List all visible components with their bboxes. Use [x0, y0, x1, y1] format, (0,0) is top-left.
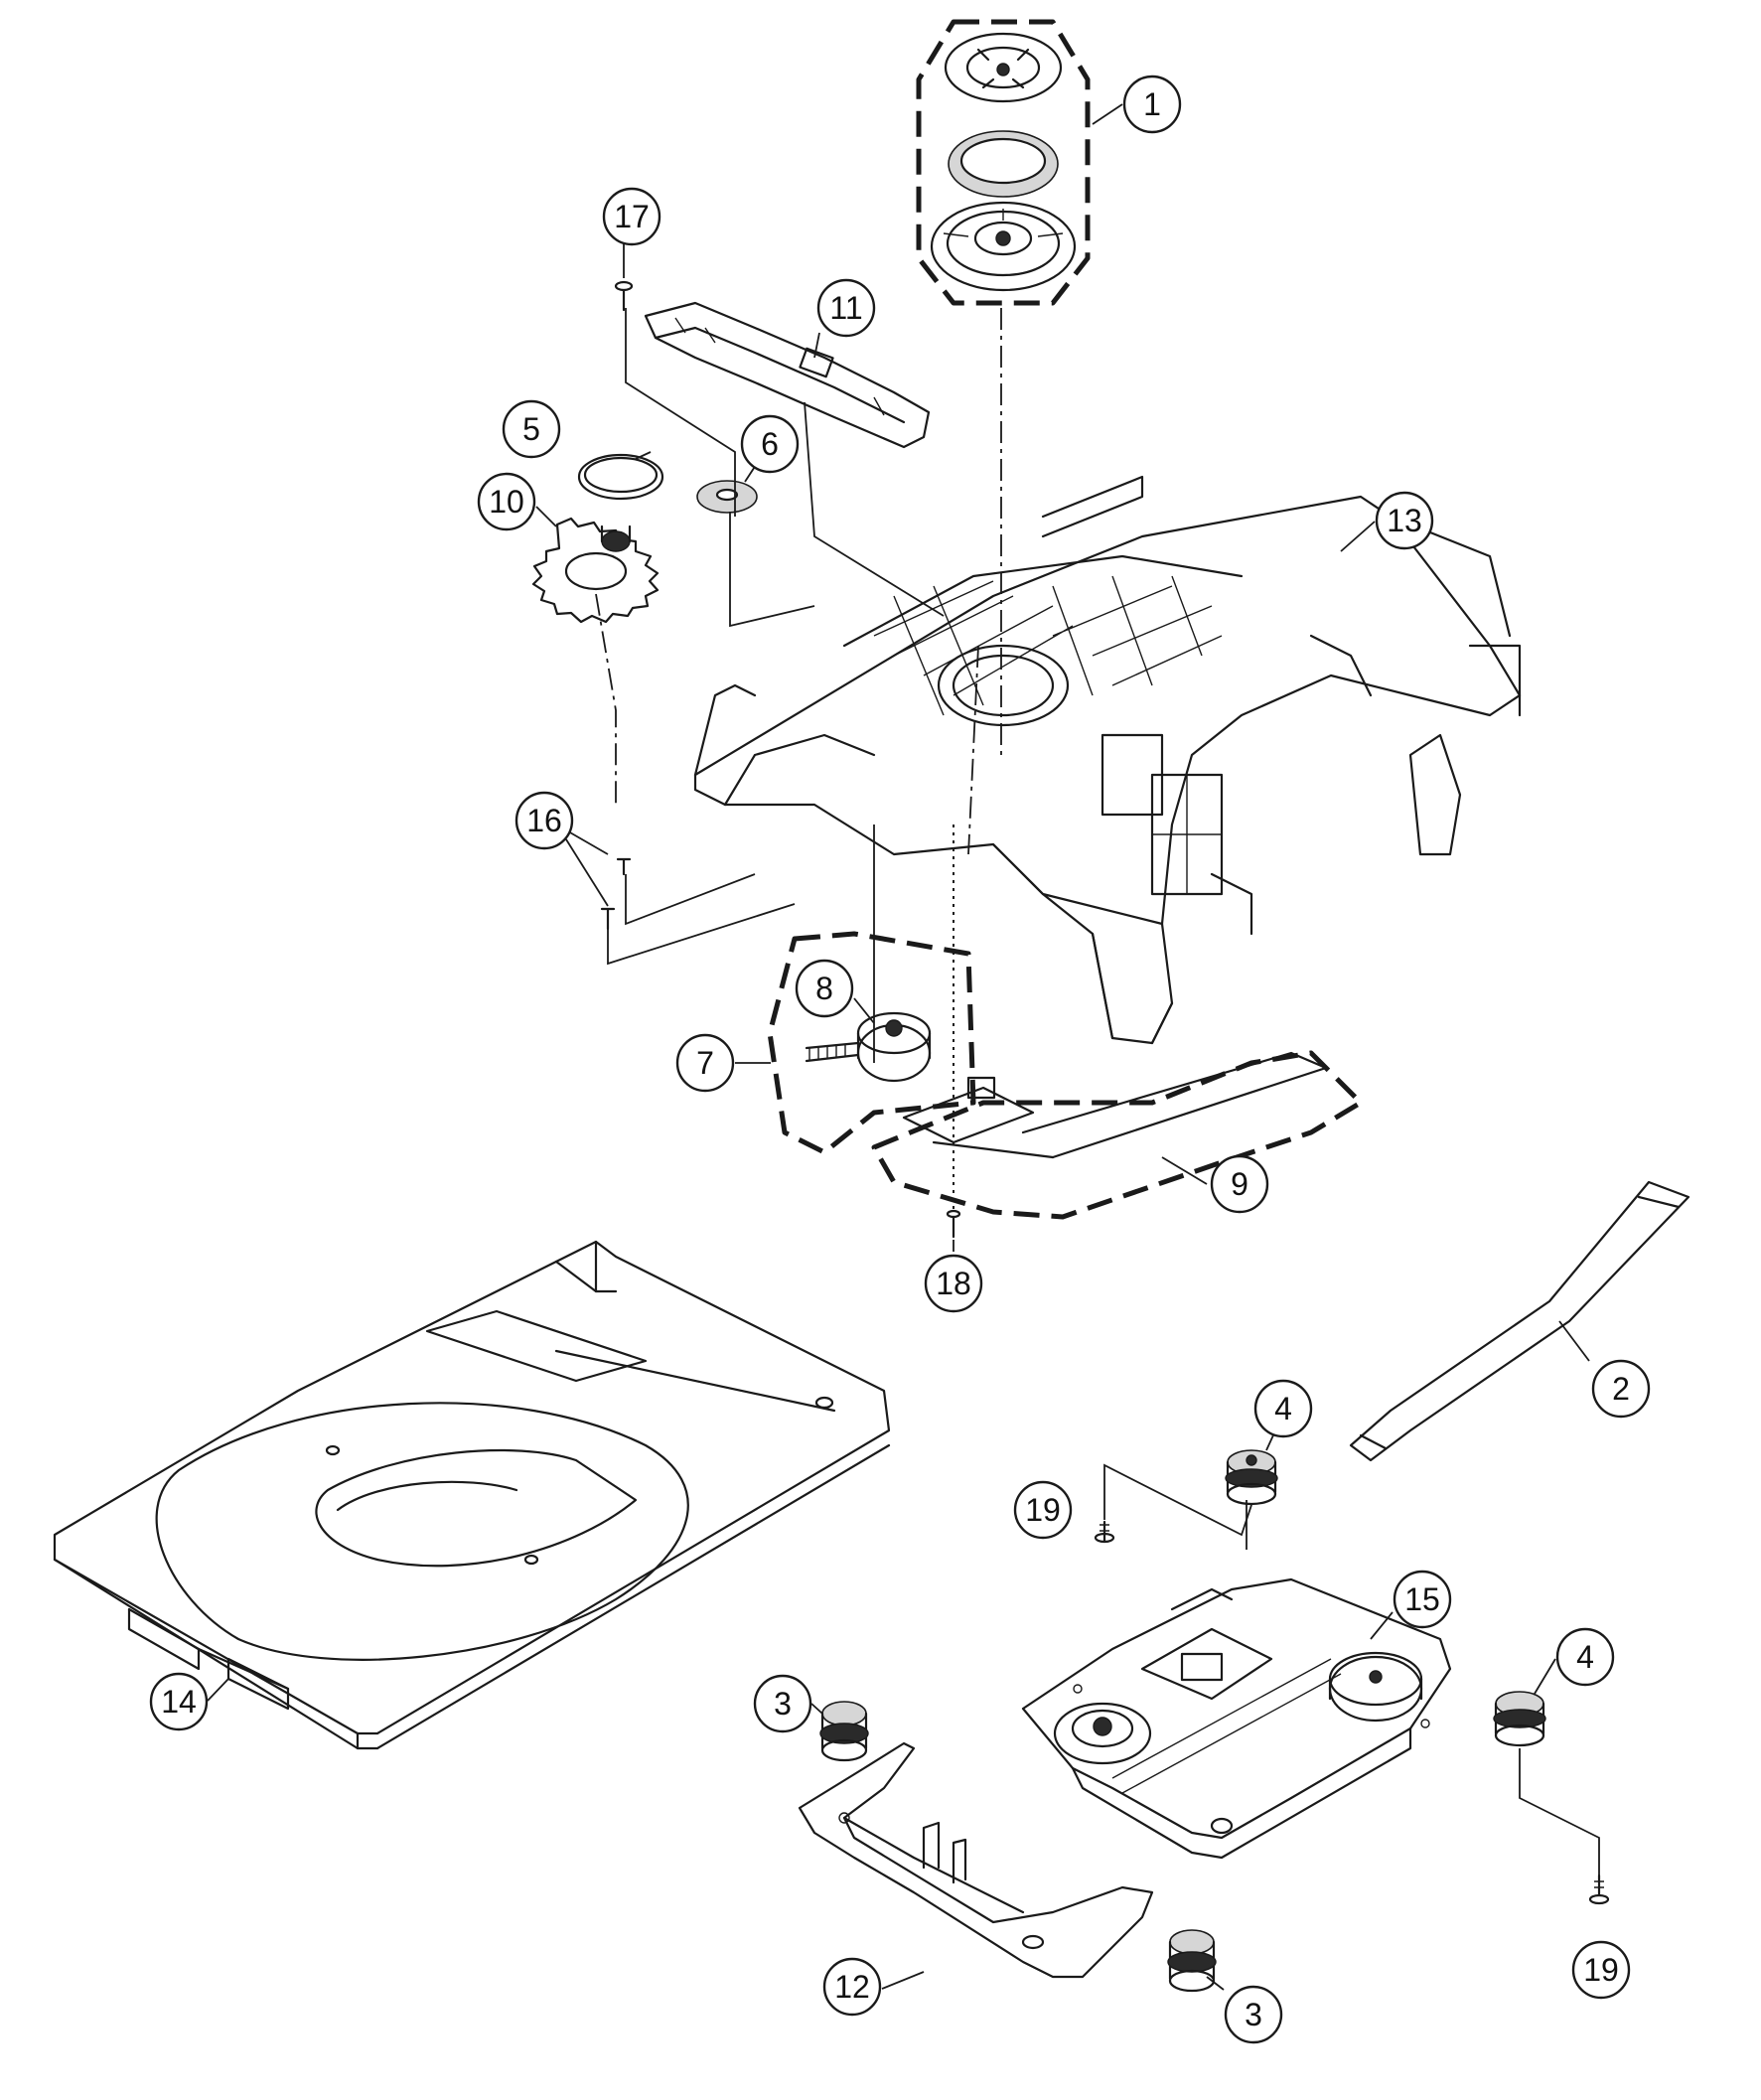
callout-19-right: 19 — [1571, 1940, 1631, 2000]
part-4-damper-center — [1225, 1449, 1278, 1506]
callout-6: 6 — [740, 414, 800, 474]
part-8-motor — [805, 1011, 932, 1083]
svg-text:1: 1 — [1143, 86, 1161, 122]
callout-3-bottom: 3 — [1224, 1985, 1283, 2044]
svg-text:10: 10 — [489, 484, 524, 520]
callout-18: 18 — [924, 1254, 983, 1313]
svg-text:9: 9 — [1231, 1166, 1248, 1202]
callout-7: 7 — [675, 1033, 735, 1093]
svg-text:6: 6 — [761, 426, 779, 462]
svg-text:14: 14 — [161, 1684, 197, 1720]
svg-text:2: 2 — [1612, 1371, 1630, 1407]
part-11-slider — [644, 301, 931, 449]
callout-12: 12 — [822, 1957, 882, 2017]
svg-text:4: 4 — [1576, 1639, 1594, 1675]
assembly-guide-lines-lower — [1103, 1463, 1600, 1875]
callout-13: 13 — [1375, 491, 1434, 550]
callout-11: 11 — [816, 278, 876, 338]
callout-17: 17 — [602, 187, 661, 246]
part-2-flat-cable — [1349, 1180, 1690, 1462]
svg-text:16: 16 — [526, 803, 562, 838]
callout-2: 2 — [1591, 1359, 1651, 1419]
callout-9: 9 — [1210, 1154, 1269, 1214]
callout-4-center: 4 — [1253, 1379, 1313, 1438]
svg-text:8: 8 — [815, 971, 833, 1006]
part-9-flex-cable-board — [871, 1050, 1364, 1220]
svg-text:19: 19 — [1025, 1492, 1061, 1528]
svg-text:18: 18 — [936, 1266, 971, 1301]
callout-16: 16 — [514, 791, 574, 850]
part-13-main-chassis — [693, 475, 1522, 1045]
callout-5: 5 — [502, 399, 561, 459]
callout-4-right: 4 — [1555, 1627, 1615, 1687]
part-14-disc-tray — [53, 1240, 891, 1750]
part-4-damper-right — [1493, 1691, 1546, 1747]
part-1-clamper-assembly — [916, 19, 1091, 306]
part-17-screw — [614, 280, 634, 312]
svg-text:7: 7 — [696, 1045, 714, 1081]
part-7-loading-unit — [767, 931, 976, 1155]
part-12-holder — [798, 1741, 1154, 1979]
callout-3-left: 3 — [753, 1674, 812, 1733]
part-18-screw — [946, 1209, 961, 1239]
part-6-washer — [696, 480, 758, 514]
callout-19-left: 19 — [1013, 1480, 1073, 1540]
part-3-damper-bottom — [1167, 1929, 1217, 1993]
svg-text:15: 15 — [1404, 1581, 1440, 1617]
callout-14: 14 — [149, 1672, 209, 1731]
part-19-screws — [1094, 1520, 1610, 1905]
callout-8: 8 — [795, 959, 854, 1018]
callout-10: 10 — [477, 472, 536, 531]
part-16-screws — [600, 857, 632, 931]
svg-text:11: 11 — [829, 290, 862, 326]
svg-text:12: 12 — [834, 1969, 870, 2005]
part-3-damper-left — [819, 1701, 869, 1762]
part-15-traverse-mechanism — [1021, 1577, 1452, 1860]
callout-leaders — [207, 103, 1590, 1991]
svg-text:13: 13 — [1387, 503, 1422, 538]
svg-text:4: 4 — [1274, 1391, 1292, 1426]
callout-1: 1 — [1122, 75, 1182, 134]
callout-15: 15 — [1393, 1570, 1452, 1629]
part-5-belt — [577, 453, 664, 501]
svg-text:19: 19 — [1583, 1952, 1619, 1988]
svg-text:3: 3 — [1245, 1997, 1262, 2032]
part-10-gear — [531, 517, 660, 624]
svg-text:5: 5 — [522, 411, 540, 447]
svg-text:3: 3 — [774, 1686, 792, 1722]
svg-text:17: 17 — [614, 199, 650, 234]
assembly-guide-lines-upper — [595, 308, 1002, 1212]
